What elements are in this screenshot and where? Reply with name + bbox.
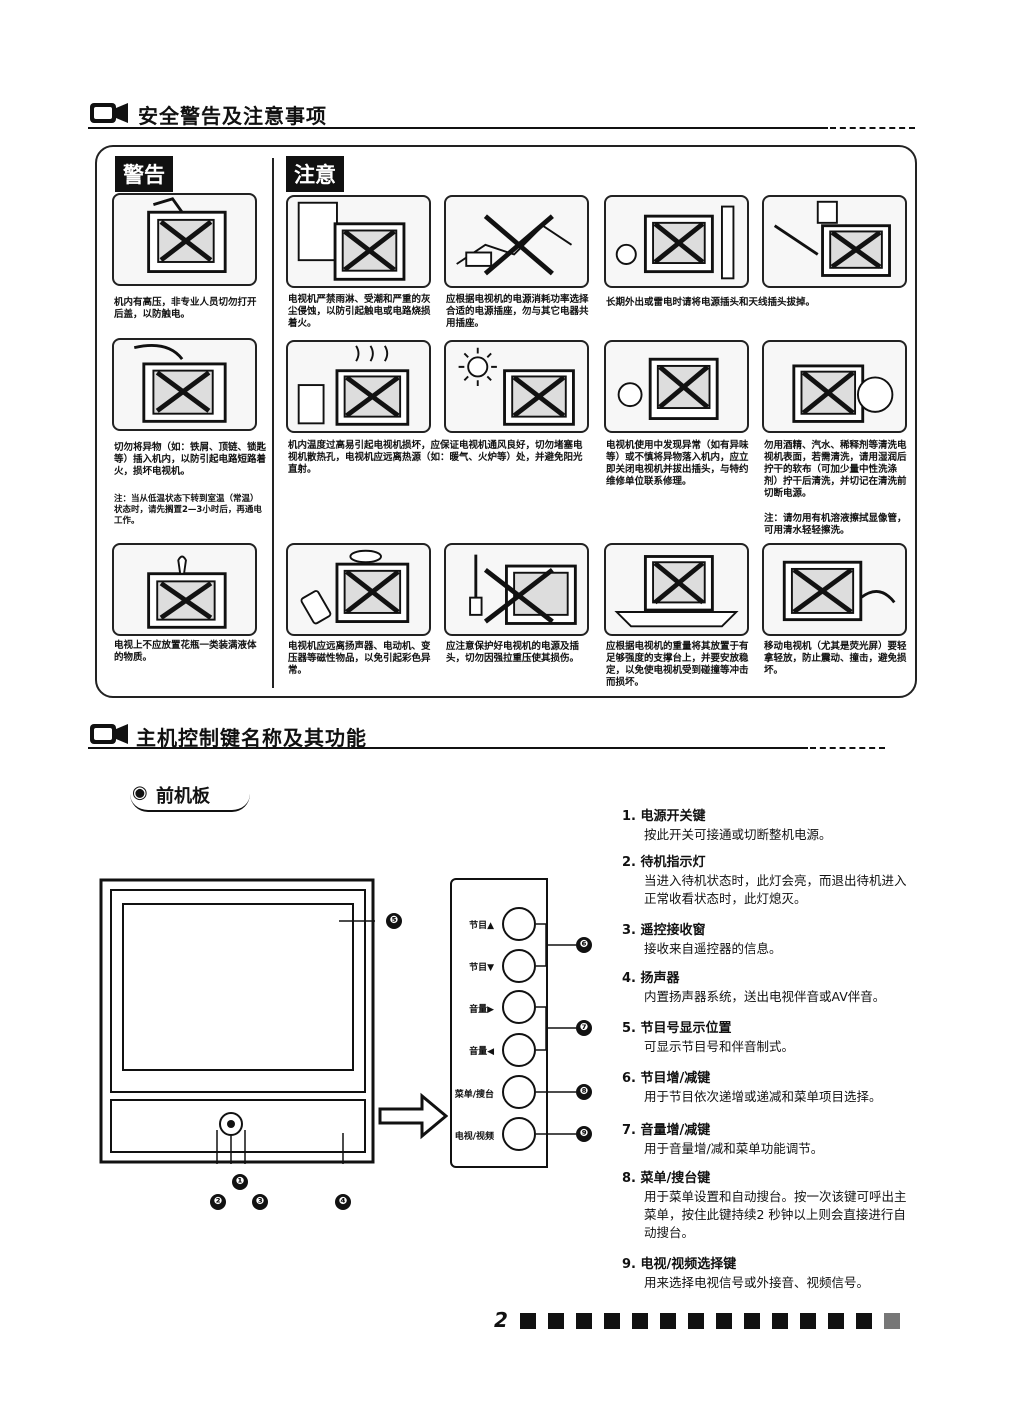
badge-8: ❽	[576, 1084, 592, 1100]
function-item-8: 8. 菜单/搜台键 用于菜单设置和自动搜台。按一次该键可呼出主菜单，按住此键持续…	[622, 1171, 907, 1240]
tvav-button[interactable]	[502, 1117, 536, 1151]
menu-button[interactable]	[502, 1075, 536, 1109]
safety-panel	[95, 145, 917, 698]
caution-caption-11: 移动电视机（尤其是荧光屏）要轻拿轻放，防止震动、撞击，避免损坏。	[764, 641, 907, 676]
warning-note-2: 注：当从低温状态下转到室温（常温）状态时，请先搁置2—3小时后，再通电工作。	[114, 494, 262, 526]
tv-section-icon	[90, 103, 128, 123]
bullet-icon: ◉	[132, 782, 148, 803]
function-item-7: 7. 音量增/减键 用于音量增/减和菜单功能调节。	[622, 1123, 824, 1156]
caution-illustration-4	[762, 195, 907, 288]
badge-1: ❶	[232, 1174, 248, 1190]
ch-down-label: 节目▼	[469, 963, 494, 973]
ch-up-button[interactable]	[502, 907, 536, 941]
page-number: 2	[494, 1308, 508, 1332]
front-panel-label: ◉ 前机板	[130, 780, 250, 812]
warning-caption-3: 电视上不应放置花瓶一类装满液体的物质。	[114, 640, 257, 663]
caution-caption-3: 长期外出或雷电时请将电源插头和天线插头拔掉。	[606, 297, 816, 308]
caution-caption-8: 电视机应远离扬声器、电动机、变压器等磁性物品，以免引起彩色异常。	[288, 641, 431, 676]
caution-illustration-6	[444, 340, 589, 433]
caution-caption-5: 机内温度过高易引起电视机损坏，应保证电视机通风良好，切勿堵塞电视机散热孔，电视机…	[288, 440, 583, 475]
caution-caption-2: 应根据电视机的电源消耗功率选择合适的电源插座，勿与其它电器共用插座。	[446, 294, 589, 329]
tvav-label: 电视/视频	[454, 1132, 494, 1142]
function-item-9: 9. 电视/视频选择键 用来选择电视信号或外接音、视频信号。	[622, 1257, 870, 1290]
vol-down-label: 音量◀	[469, 1047, 494, 1057]
caution-caption-9: 应注意保护好电视机的电源及插头，切勿因强拉重压使其损伤。	[446, 641, 580, 664]
warning-illustration-2	[112, 338, 257, 431]
warning-illustration-1	[112, 193, 257, 286]
vol-down-button[interactable]	[502, 1033, 536, 1067]
menu-label: 菜单/搜台	[454, 1090, 494, 1100]
badge-6: ❻	[576, 937, 592, 953]
caution-illustration-1	[286, 195, 431, 288]
controls-section-title: 主机控制键名称及其功能	[136, 726, 367, 750]
ch-down-button[interactable]	[502, 949, 536, 983]
warning-illustration-3	[112, 543, 257, 636]
caution-illustration-12	[762, 543, 907, 636]
caution-illustration-8	[762, 340, 907, 433]
vol-up-label: 音量▶	[469, 1005, 494, 1015]
tv-front-diagram	[99, 878, 375, 1164]
badge-5: ❺	[386, 913, 402, 929]
warning-caption-1: 机内有高压，非专业人员切勿打开后盖，以防触电。	[114, 297, 257, 320]
control-leader-lines	[536, 923, 576, 1135]
ch-up-label: 节目▲	[469, 921, 494, 931]
safety-section-title: 安全警告及注意事项	[138, 104, 327, 128]
function-item-4: 4. 扬声器 内置扬声器系统，送出电视伴音或AV伴音。	[622, 971, 886, 1004]
caution-illustration-5	[286, 340, 431, 433]
caution-note-7: 注：请勿用有机溶液擦拭显像管，可用清水轻轻擦洗。	[764, 513, 907, 536]
badge-3: ❸	[252, 1194, 268, 1210]
function-item-5: 5. 节目号显示位置 可显示节目号和伴音制式。	[622, 1021, 795, 1054]
caution-illustration-2	[444, 195, 589, 288]
vol-up-button[interactable]	[502, 990, 536, 1024]
warning-tag: 警告	[115, 156, 173, 192]
caution-caption-1: 电视机严禁雨淋、受潮和严重的灰尘侵蚀，以防引起触电或电路烧损着火。	[288, 294, 431, 329]
caution-illustration-11	[604, 543, 749, 636]
tv-section-icon-2	[90, 724, 128, 744]
caution-illustration-10	[444, 543, 589, 636]
badge-2: ❷	[210, 1194, 226, 1210]
caution-illustration-3	[604, 195, 749, 288]
warning-caption-2: 切勿将异物（如：铁屑、顶链、锁匙等）插入机内，以防引起电路短路着火，损坏电视机。	[114, 442, 267, 477]
caution-illustration-7	[604, 340, 749, 433]
function-item-2: 2. 待机指示灯 当进入待机状态时，此灯会亮，而退出待机进入正常收看状态时，此灯…	[622, 855, 907, 906]
badge-9: ❾	[576, 1126, 592, 1142]
badge-7: ❼	[576, 1020, 592, 1036]
caution-tag: 注意	[286, 156, 344, 192]
caution-caption-7: 勿用酒精、汽水、稀释剂等清洗电视机表面，若需清洗，请用湿润后拧干的软布（可加少量…	[764, 440, 907, 499]
caution-illustration-9	[286, 543, 431, 636]
function-item-1: 1. 电源开关键 按此开关可接通或切断整机电源。	[622, 809, 832, 842]
caution-caption-10: 应根据电视机的重量将其放置于有足够强度的支撑台上，并要安放稳定，以免使电视机受到…	[606, 641, 749, 688]
badge-4: ❹	[335, 1194, 351, 1210]
arrow-icon	[378, 1092, 448, 1140]
function-item-6: 6. 节目增/减键 用于节目依次递增或递减和菜单项目选择。	[622, 1071, 882, 1104]
function-item-3: 3. 遥控接收窗 接收来自遥控器的信息。	[622, 923, 782, 956]
caution-caption-6: 电视机使用中发现异常（如有异味等）或不慎将异物落入机内，应立即关闭电视机并拔出插…	[606, 440, 749, 487]
